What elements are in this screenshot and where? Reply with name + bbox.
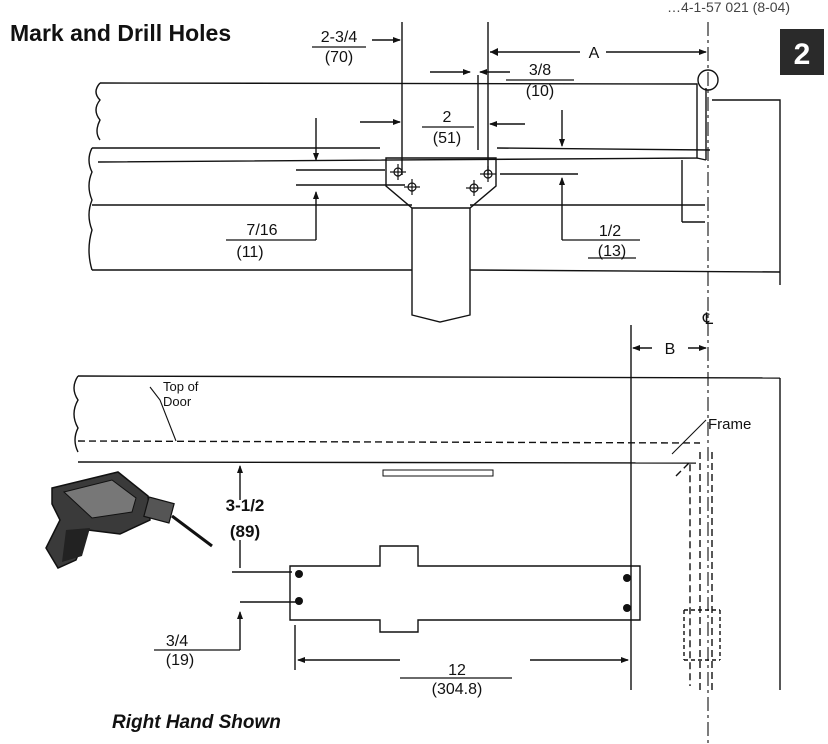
centerline-symbol: ℄: [702, 311, 714, 328]
bracket-shaft: [411, 208, 471, 323]
dim-3-4-mm: (19): [166, 652, 194, 669]
template-holes: [295, 570, 631, 612]
dim-b-label: B: [665, 341, 676, 358]
top-of-door-label-1: Top of: [163, 379, 199, 394]
bracket-holes: [390, 164, 496, 196]
dim-3-4-in: 3/4: [166, 633, 188, 650]
dim-2-in: 2: [443, 109, 452, 126]
dim-a-label: A: [589, 45, 600, 62]
dim-2-mm: (51): [433, 130, 461, 147]
bottom-view: [73, 325, 781, 690]
dim-2-3-4-in: 2-3/4: [321, 29, 358, 46]
dim-3-8-in: 3/8: [529, 62, 551, 79]
page-title: Mark and Drill Holes: [10, 20, 231, 46]
frame-right-outline: [712, 99, 781, 285]
dim-7-16-in: 7/16: [246, 222, 277, 239]
dim-3-1-2-in: 3-1/2: [226, 496, 265, 515]
footer-caption: Right Hand Shown: [112, 712, 281, 733]
step-badge: 2: [780, 29, 824, 75]
arm-outline: [97, 82, 698, 163]
closer-template: [289, 545, 641, 633]
top-of-door-label-2: Door: [163, 394, 192, 409]
dim-1-2-in: 1/2: [599, 223, 621, 240]
dim-12-mm: (304.8): [432, 681, 483, 698]
dim-2-3-4-mm: (70): [325, 49, 353, 66]
dim-3-1-2-mm: (89): [230, 522, 260, 541]
drill-icon: [45, 471, 213, 569]
dim-7-16-mm: (11): [236, 244, 263, 261]
pivot-circle: [697, 69, 719, 91]
header-fragment: …4-1-57 021 (8-04): [667, 0, 790, 15]
top-view: [88, 22, 781, 744]
dimension-labels: 2-3/4 (70) A 3/8 (10) 2 (51) 7/16 (11) 1…: [166, 29, 714, 698]
frame-label: Frame: [708, 416, 751, 433]
step-number: 2: [794, 38, 811, 71]
dim-3-8-mm: (10): [526, 83, 554, 100]
dim-1-2-mm: (13): [598, 243, 626, 260]
dim-12-in: 12: [448, 662, 466, 679]
